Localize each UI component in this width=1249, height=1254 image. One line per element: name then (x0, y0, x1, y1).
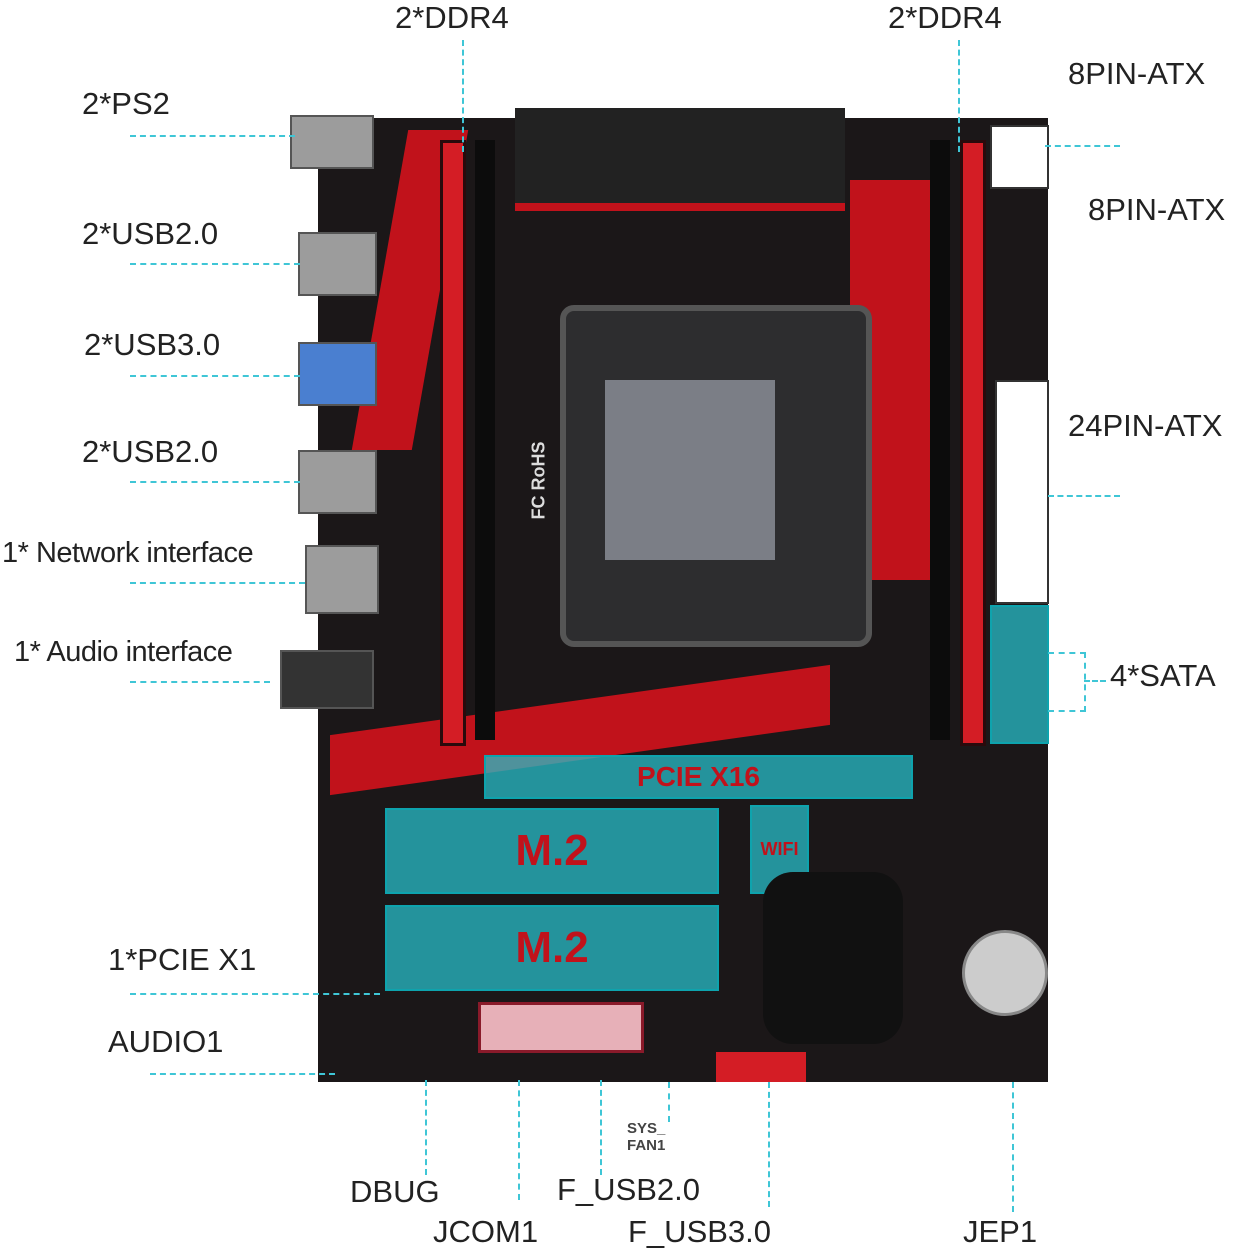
24pin-atx-connector (995, 380, 1049, 604)
pcie-x1-slot (478, 1002, 644, 1053)
pcie-x16-label: PCIE X16 (637, 761, 760, 792)
cpu-socket-cover (605, 380, 775, 560)
m2-slot: M.2 (385, 905, 719, 991)
8pin-atx-connector (990, 125, 1049, 189)
cmos-battery (962, 930, 1048, 1016)
label-sys-fan1: SYS_ FAN1 (627, 1120, 666, 1154)
label-audio1: AUDIO1 (108, 1024, 224, 1059)
ddr4-slot (475, 140, 495, 740)
f-usb30-header (716, 1052, 806, 1082)
m2-slot: M.2 (385, 808, 719, 894)
label-usb20-b: 2*USB2.0 (82, 434, 219, 469)
rohs-mark: FC RoHS (528, 441, 549, 520)
label-jep1: JEP1 (963, 1214, 1038, 1249)
label-pcie-x1: 1*PCIE X1 (108, 942, 257, 977)
sata-ports (990, 605, 1049, 744)
usb20-port (298, 232, 377, 296)
label-ps2: 2*PS2 (82, 86, 170, 121)
ddr4-slot (930, 140, 950, 740)
ddr4-slot (960, 140, 986, 746)
audio-port (280, 650, 374, 709)
pcie-x16-slot: PCIE X16 (484, 755, 913, 799)
label-ddr4-left: 2*DDR4 (395, 0, 509, 35)
label-audio: 1* Audio interface (14, 636, 233, 668)
m2-label: M.2 (515, 923, 589, 972)
label-24pin-atx: 24PIN-ATX (1068, 408, 1223, 443)
usb20-port (298, 450, 377, 514)
label-jcom1: JCOM1 (433, 1214, 539, 1249)
label-network: 1* Network interface (2, 537, 254, 569)
usb30-port (298, 342, 377, 406)
ps2-port (290, 115, 374, 169)
vrm-heatsink (515, 108, 845, 211)
label-usb30: 2*USB3.0 (84, 327, 221, 362)
label-sata: 4*SATA (1110, 658, 1216, 693)
label-f-usb30: F_USB3.0 (628, 1214, 772, 1249)
label-f-usb20: F_USB2.0 (557, 1172, 701, 1207)
network-port (305, 545, 379, 614)
label-ddr4-right: 2*DDR4 (888, 0, 1002, 35)
m2-label: M.2 (515, 826, 589, 875)
label-dbug: DBUG (350, 1174, 440, 1209)
label-usb20-a: 2*USB2.0 (82, 216, 219, 251)
ddr4-slot (440, 140, 466, 746)
wifi-label: WIFI (760, 839, 799, 859)
label-8pin-atx-b: 8PIN-ATX (1088, 192, 1226, 227)
label-8pin-atx-a: 8PIN-ATX (1068, 56, 1206, 91)
chipset-heatsink (763, 872, 903, 1044)
